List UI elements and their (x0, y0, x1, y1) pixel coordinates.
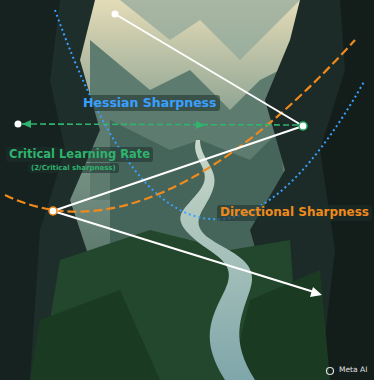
curve-label: Critical Learning Rate (6, 147, 153, 162)
watermark: Meta AI (336, 365, 370, 376)
formula-note: (2/Critical sharpness) (28, 163, 119, 173)
curve-label: Hessian Sharpness (80, 95, 220, 111)
curve-label: Directional Sharpness (217, 205, 372, 221)
